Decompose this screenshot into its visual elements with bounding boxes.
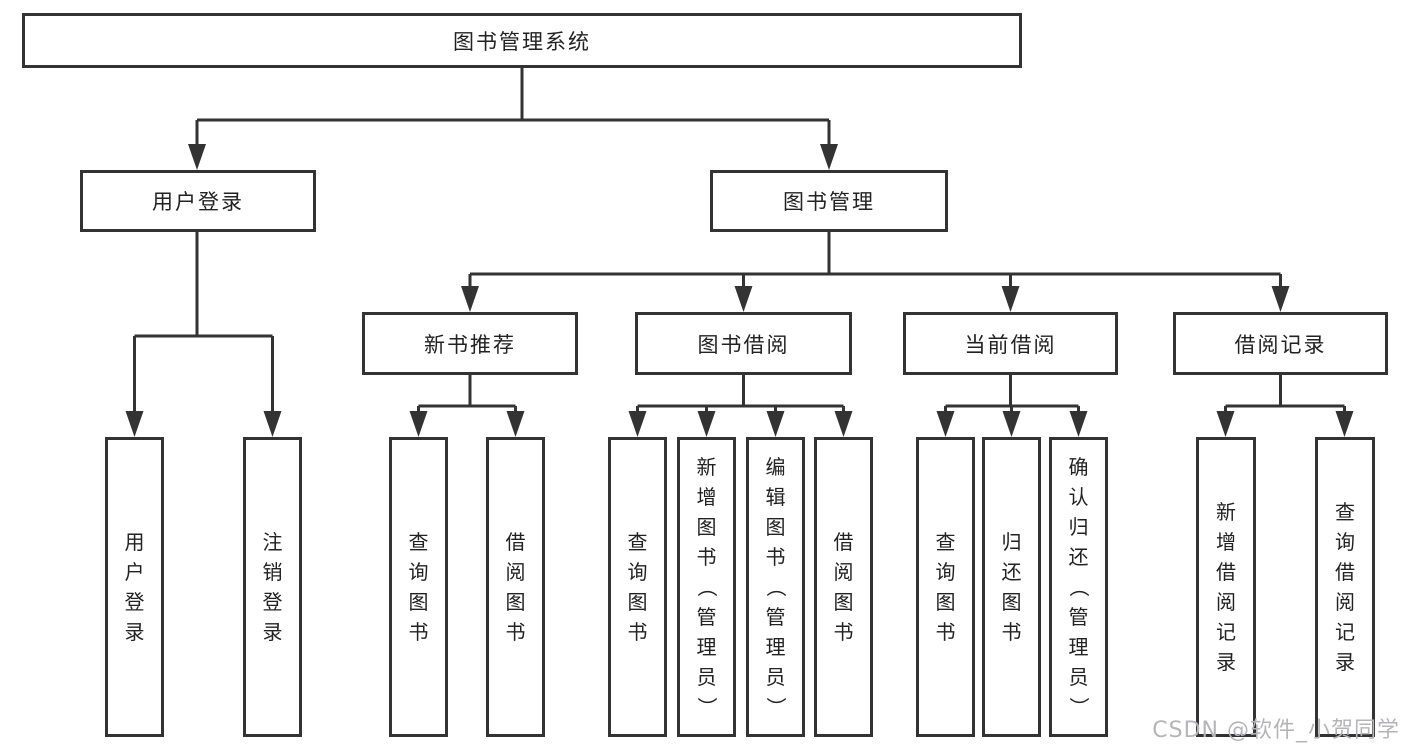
- leaf-label: 查询图书: [935, 530, 956, 644]
- leaf-add-borrow-record: 新增借阅记录: [1196, 437, 1256, 737]
- arrowhead-icon: [1001, 286, 1020, 312]
- leaf-label: 查询图书: [627, 530, 648, 644]
- csdn-watermark: CSDN @软件_小贺同学: [1152, 718, 1400, 743]
- leaf-logout: 注销登录: [243, 437, 302, 737]
- connector-group: [188, 68, 838, 170]
- leaf-label: 用户登录: [124, 530, 145, 644]
- arrowhead-icon: [834, 411, 853, 437]
- leaf-confirm-return-admin: 确认归还（管理员）: [1049, 437, 1108, 737]
- arrowhead-icon: [263, 411, 282, 437]
- arrowhead-icon: [734, 286, 753, 312]
- leaf-borrow-books: 借阅图书: [814, 437, 873, 737]
- leaf-borrow-books-recommend: 借阅图书: [486, 437, 545, 737]
- arrowhead-icon: [409, 411, 428, 437]
- leaf-add-book-admin: 新增图书（管理员）: [677, 437, 736, 737]
- arrowhead-icon: [820, 144, 838, 170]
- leaf-label: 查询图书: [408, 530, 429, 644]
- leaf-label: 归还图书: [1001, 530, 1022, 644]
- arrowhead-icon: [697, 411, 716, 437]
- arrowhead-icon: [766, 411, 785, 437]
- arrowhead-icon: [1216, 411, 1235, 437]
- leaf-label: 查询借阅记录: [1335, 500, 1355, 674]
- node-book-management: 图书管理: [710, 170, 948, 232]
- arrowhead-icon: [1271, 286, 1290, 312]
- connector-group: [125, 232, 282, 437]
- leaf-label: 借阅图书: [833, 530, 854, 644]
- node-library-system-root: 图书管理系统: [22, 13, 1022, 68]
- arrowhead-icon: [1069, 411, 1088, 437]
- leaf-label: 确认归还（管理员）: [1066, 455, 1091, 717]
- connector-group: [1216, 375, 1354, 437]
- leaf-user-login: 用户登录: [105, 437, 164, 737]
- connector-group: [628, 375, 853, 437]
- leaf-label: 新增借阅记录: [1216, 500, 1236, 674]
- node-book-borrow: 图书借阅: [635, 312, 852, 375]
- arrowhead-icon: [188, 144, 206, 170]
- leaf-query-borrow-record: 查询借阅记录: [1315, 437, 1375, 737]
- connector-group: [409, 375, 525, 437]
- node-borrow-records: 借阅记录: [1173, 312, 1388, 375]
- connector-group: [936, 375, 1088, 437]
- arrowhead-icon: [628, 411, 647, 437]
- connector-group: [461, 232, 1290, 312]
- node-user-login: 用户登录: [80, 170, 316, 232]
- leaf-query-books-recommend: 查询图书: [389, 437, 448, 737]
- arrowhead-icon: [506, 411, 525, 437]
- arrowhead-icon: [461, 286, 479, 312]
- leaf-query-books-current: 查询图书: [916, 437, 975, 737]
- node-new-book-recommend: 新书推荐: [362, 312, 578, 375]
- leaf-edit-book-admin: 编辑图书（管理员）: [746, 437, 805, 737]
- arrowhead-icon: [936, 411, 955, 437]
- leaf-label: 新增图书（管理员）: [694, 455, 719, 717]
- leaf-label: 借阅图书: [505, 530, 526, 644]
- arrowhead-icon: [1002, 411, 1021, 437]
- leaf-query-books-borrow: 查询图书: [608, 437, 667, 737]
- leaf-label: 注销登录: [262, 530, 283, 644]
- node-current-borrow: 当前借阅: [903, 312, 1118, 375]
- arrowhead-icon: [1335, 411, 1354, 437]
- leaf-label: 编辑图书（管理员）: [763, 455, 788, 717]
- arrowhead-icon: [125, 411, 144, 437]
- leaf-return-books: 归还图书: [982, 437, 1041, 737]
